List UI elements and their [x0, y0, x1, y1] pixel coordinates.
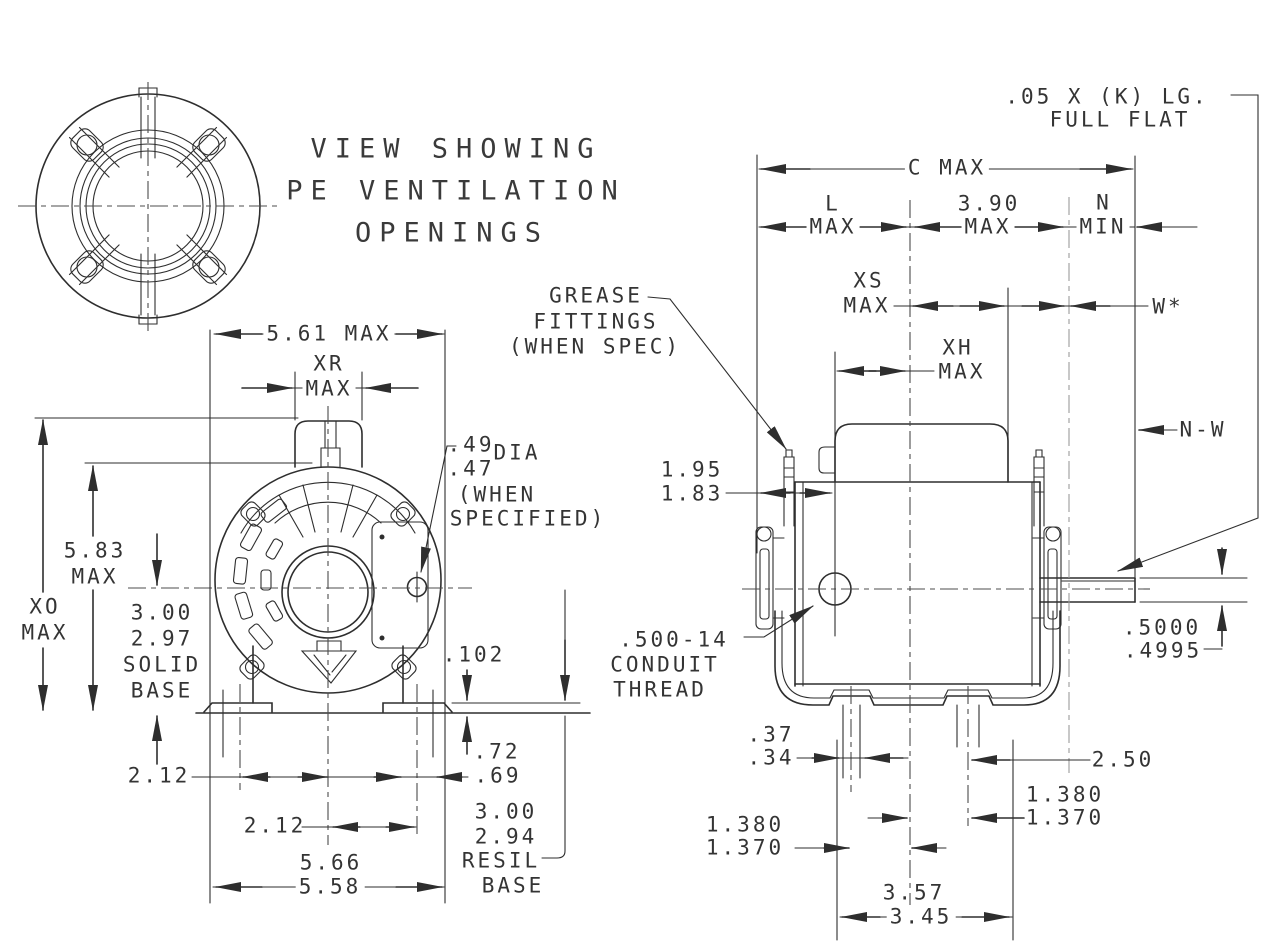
view-title-line3: OPENINGS	[354, 217, 550, 249]
dim-resil-base-2: 2.94	[474, 824, 538, 849]
pe-ventilation-view	[18, 82, 280, 332]
dim-37: .37	[747, 722, 795, 747]
dim-dia-when: (WHEN	[457, 482, 537, 507]
dim-dia-49: .49	[447, 432, 495, 457]
label-grease-2: FITTINGS	[533, 309, 659, 334]
dim-dia-label: DIA	[493, 440, 541, 465]
dim-xs-max: MAX	[840, 295, 894, 317]
dim-xr: XR	[313, 351, 345, 376]
dim-pad-thickness: .102	[442, 642, 506, 667]
dim-1-95: 1.95	[660, 457, 724, 482]
view-title-line1: VIEW SHOWING	[310, 133, 602, 165]
dim-xh: XH	[942, 335, 974, 360]
front-view	[128, 406, 591, 845]
dim-5-83-max: MAX	[71, 564, 119, 589]
label-conduit-3: THREAD	[613, 677, 707, 702]
dim-n-min: MIN	[1076, 216, 1130, 238]
dim-3-90: 3.90	[957, 191, 1021, 216]
dim-l: L	[825, 191, 841, 216]
dim-slot-right-1380: 1.380	[1025, 782, 1105, 807]
dim-slot-right-1370: 1.370	[1025, 805, 1105, 830]
dim-dia-specified: SPECIFIED)	[449, 506, 607, 531]
dim-dia-47: .47	[447, 456, 495, 481]
dim-overall-width: 5.61 MAX	[263, 323, 395, 345]
dim-flat-line1: .05 X (K) LG.	[1005, 84, 1209, 109]
dim-solid-base-4: BASE	[130, 678, 194, 703]
dim-slot-left-1380: 1.380	[705, 812, 785, 837]
dim-resil-base-3: RESIL	[461, 848, 541, 873]
dim-5-66: 5.66	[299, 850, 363, 875]
dim-69: .69	[474, 763, 522, 788]
dim-w: W*	[1152, 294, 1184, 319]
dim-solid-base-2: 2.97	[130, 626, 194, 651]
dim-resil-base-4: BASE	[481, 873, 545, 898]
dim-resil-base-1: 3.00	[474, 799, 538, 824]
dim-xr-max: MAX	[302, 378, 356, 400]
dim-2-12-left: 2.12	[127, 763, 191, 788]
label-conduit-2: CONDUIT	[610, 652, 720, 677]
dim-3-45: 3.45	[886, 906, 956, 928]
dim-xo: XO	[29, 594, 61, 619]
dim-2-50: 2.50	[1091, 747, 1155, 772]
dim-xs: XS	[853, 268, 885, 293]
label-grease-3: (WHEN SPEC)	[508, 334, 682, 359]
label-conduit-1: .500-14	[619, 627, 729, 652]
dim-3-90-max: MAX	[961, 216, 1015, 238]
dim-3-57: 3.57	[882, 880, 946, 905]
dim-solid-base-3: SOLID	[122, 652, 202, 677]
dim-shaft-4995: .4995	[1123, 638, 1203, 663]
dim-l-max: MAX	[806, 216, 860, 238]
dim-34: .34	[747, 745, 795, 770]
dim-c-max: C MAX	[904, 157, 990, 179]
dim-flat-line2: FULL FLAT	[1049, 107, 1191, 132]
dim-1-83: 1.83	[660, 481, 724, 506]
dim-5-58: 5.58	[295, 876, 365, 898]
label-grease-1: GREASE	[549, 283, 643, 308]
dim-solid-base-1: 3.00	[130, 600, 194, 625]
dim-2-12-mid: 2.12	[243, 813, 307, 838]
dim-n-minus-w: N-W	[1179, 417, 1227, 442]
dim-5-83: 5.83	[63, 538, 127, 563]
dim-xh-max: MAX	[935, 361, 989, 383]
dim-n: N	[1096, 190, 1112, 215]
dim-72: .72	[473, 739, 521, 764]
dim-xo-max: MAX	[21, 620, 69, 645]
side-view-dimensions	[647, 94, 1259, 941]
dim-slot-left-1370: 1.370	[705, 835, 785, 860]
front-view-dimensions	[34, 329, 570, 904]
dim-shaft-5000: .5000	[1122, 615, 1202, 640]
view-title-line2: PE VENTILATION	[286, 175, 626, 207]
